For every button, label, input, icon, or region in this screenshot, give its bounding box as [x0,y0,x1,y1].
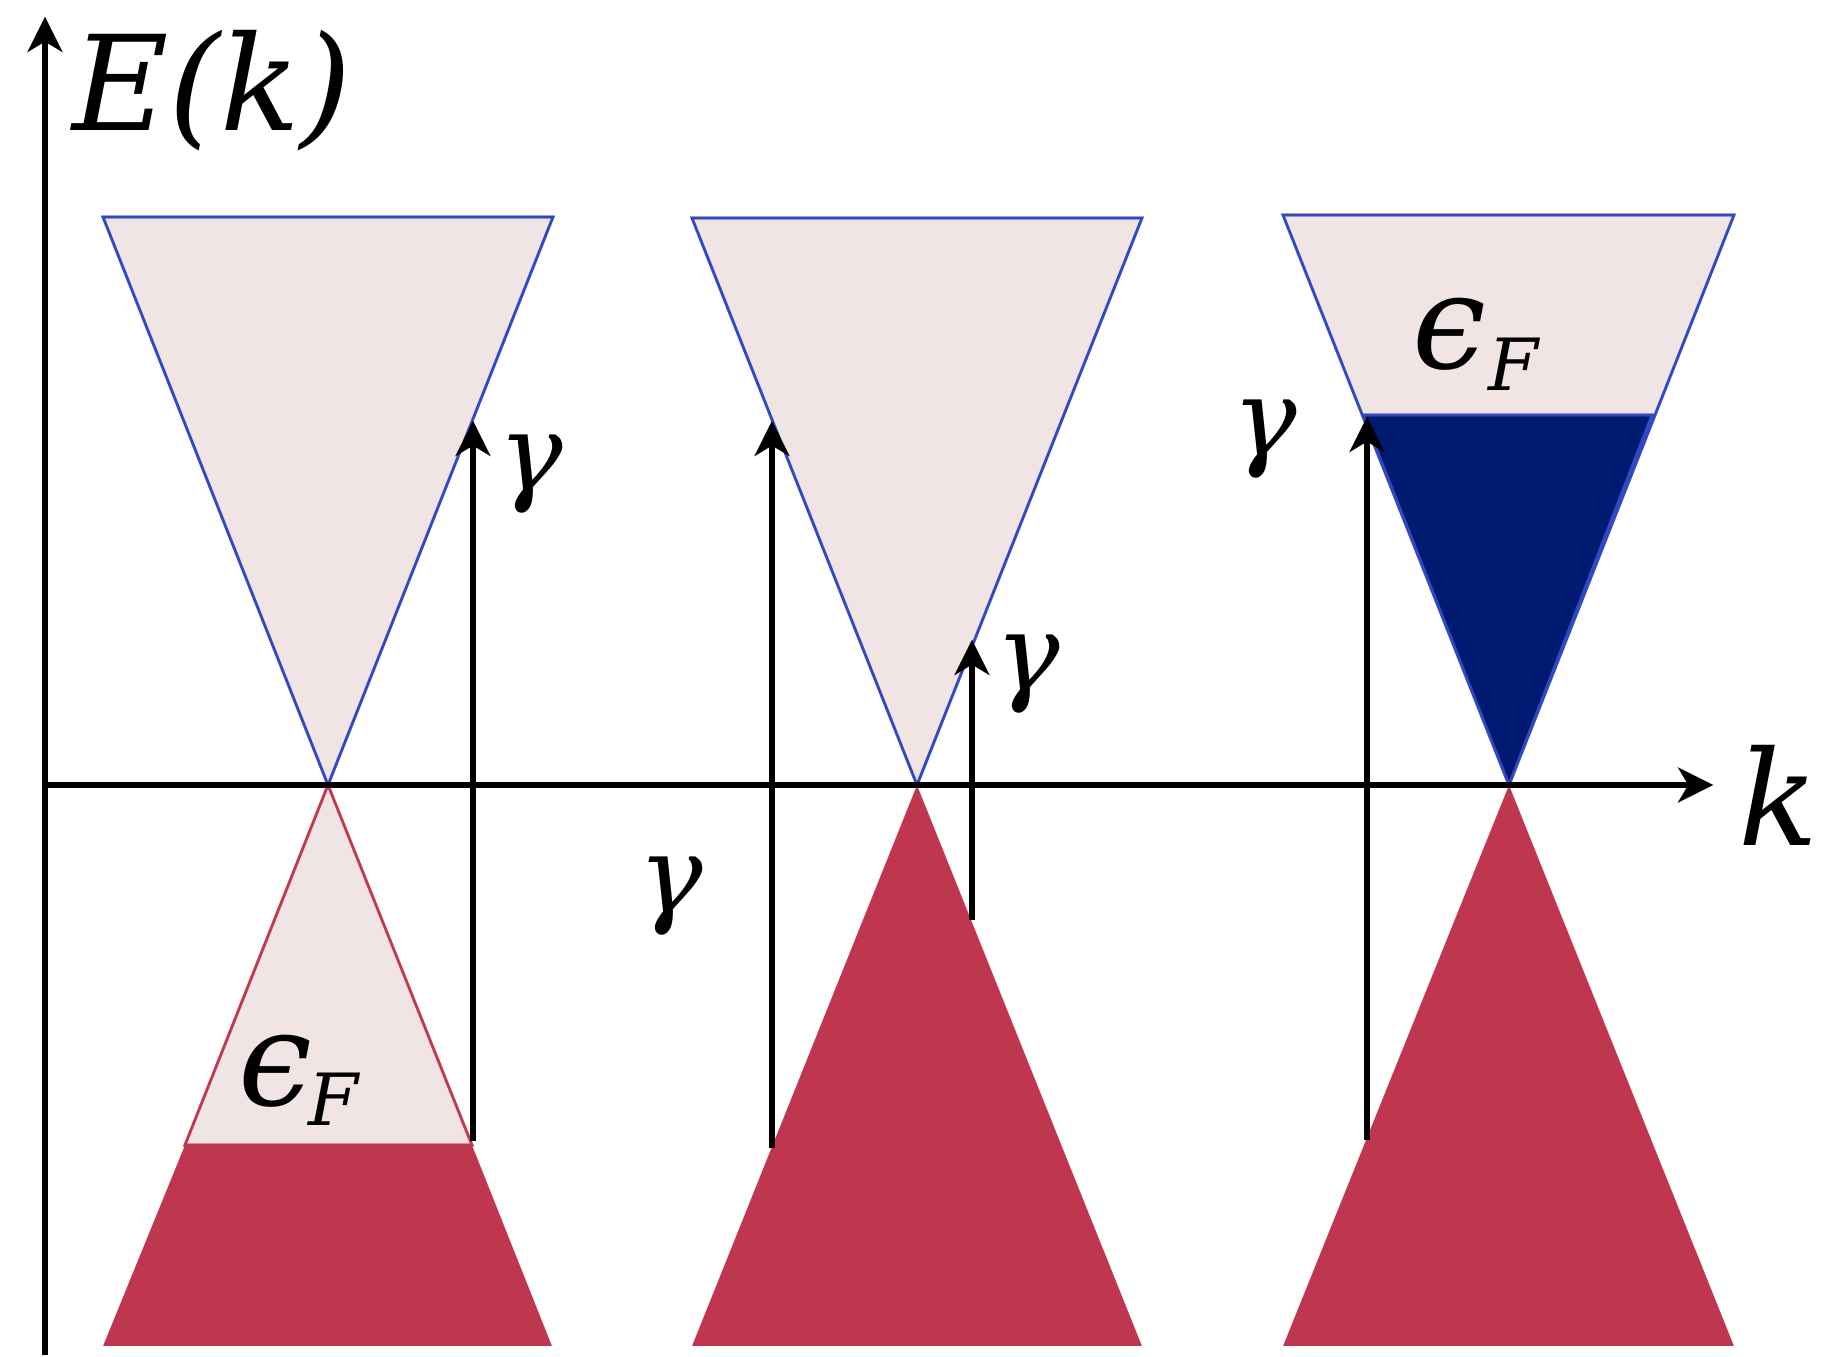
cone-middle-upper-band [689,216,1145,790]
cone-left [100,215,556,1346]
photon-label-right: γ [1232,356,1297,481]
energy-axis-label: E(k) [70,8,351,162]
cone-right-upper-filled [1360,413,1655,790]
fermi-symbol: ϵ [238,983,312,1137]
fermi-subscript: F [306,1058,361,1142]
photon-label-middle-short: γ [995,591,1060,716]
momentum-axis-label: k [1738,723,1818,877]
photon-label-middle-long: γ [638,813,703,938]
cone-middle-lower-filled [692,785,1142,1346]
cone-right-lower-filled [1283,785,1734,1346]
fermi-subscript: F [1486,323,1541,407]
fermi-label-left: ϵ F [238,983,361,1142]
cone-right [1280,213,1737,1346]
cone-middle [689,216,1145,1346]
photon-label-left: γ [498,391,563,516]
fermi-symbol: ϵ [1412,246,1486,400]
cone-left-lower-filled [103,1145,552,1346]
fermi-label-right: ϵ F [1412,246,1541,407]
cone-left-upper-band [100,215,556,790]
